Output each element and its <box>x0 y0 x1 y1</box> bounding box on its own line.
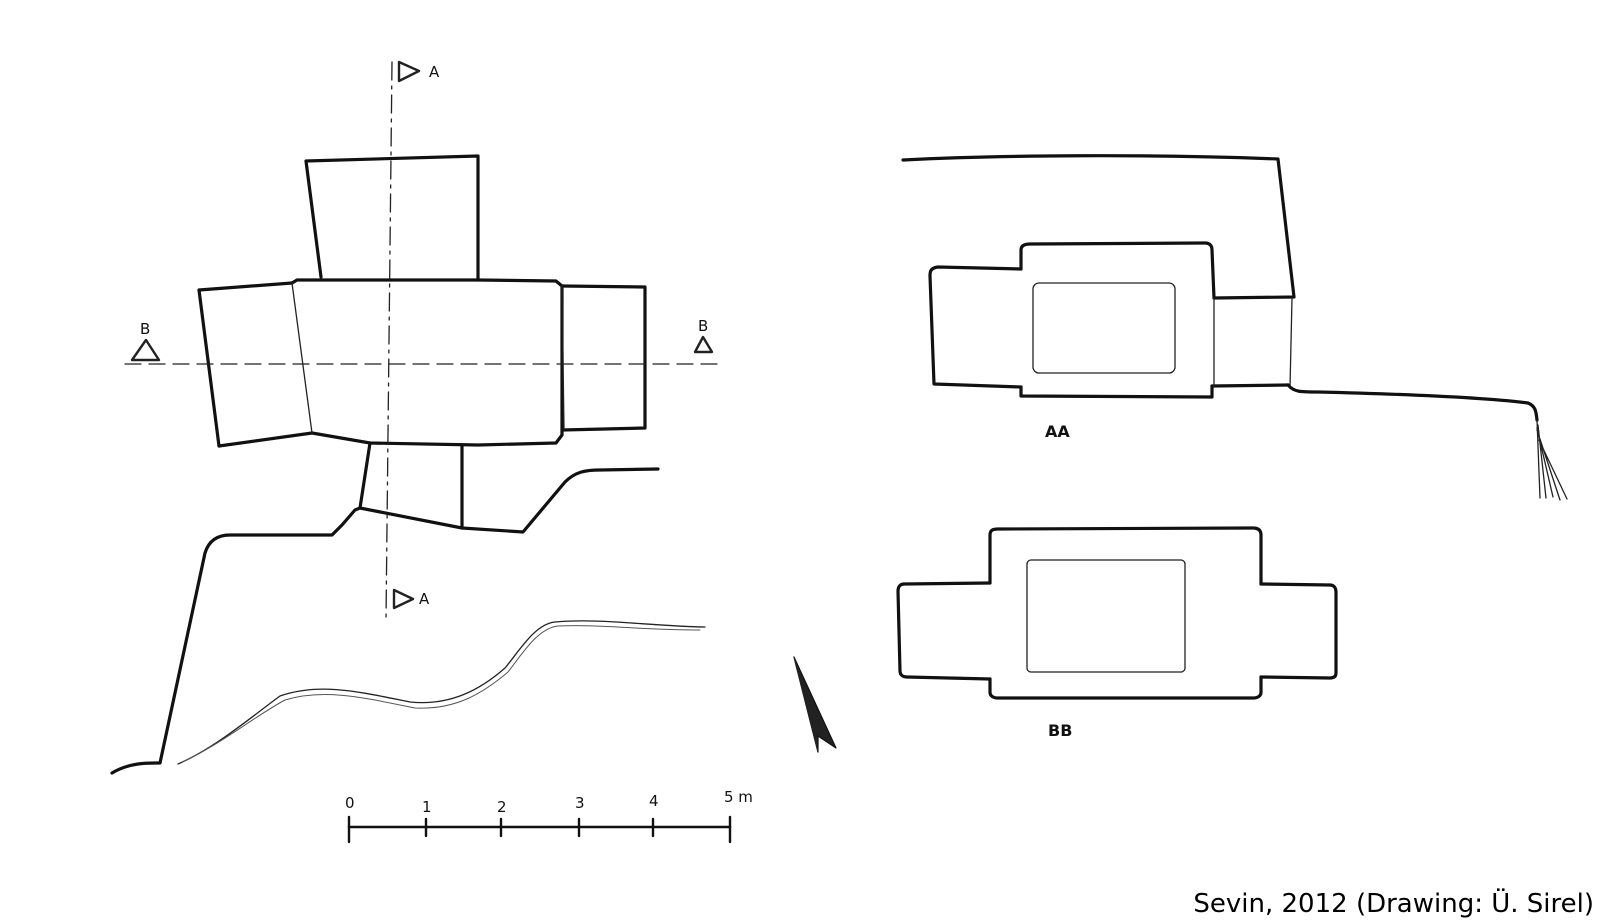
section-bb-main-chamber <box>988 526 1263 700</box>
section-line-a <box>385 61 393 621</box>
plan-east-chamber-inner-line <box>561 285 565 431</box>
section-aa-inner-chamber <box>1032 282 1176 374</box>
section-bb-right-chamber <box>1259 582 1338 680</box>
scale-bar-tick-label: 1 <box>422 798 432 816</box>
section-aa-title: AA <box>1045 422 1070 441</box>
section-aa-left-chamber <box>928 265 1023 389</box>
plan-ground-contour-2 <box>181 625 701 763</box>
marker-b-right-triangle <box>693 335 714 354</box>
scale-bar-tick-label: 0 <box>345 794 355 812</box>
section-aa-corridor-lines <box>1213 297 1293 389</box>
scale-bar-end-label: 5 m <box>724 788 753 806</box>
scale-bar: 0 1 2 3 4 5 m <box>345 788 753 844</box>
section-bb: BB <box>896 526 1338 740</box>
north-arrow <box>793 656 837 753</box>
marker-b-left-triangle <box>130 338 161 362</box>
section-aa: AA <box>901 154 1568 501</box>
marker-a-top-label: A <box>429 63 440 81</box>
section-bb-inner-chamber <box>1026 559 1186 673</box>
plan-west-chamber <box>197 281 314 448</box>
marker-a-top-triangle <box>397 60 421 83</box>
scale-bar-tick-label: 2 <box>497 798 507 816</box>
plan-main-chamber <box>290 278 564 447</box>
section-aa-corridor <box>1210 383 1290 388</box>
section-bb-left-chamber <box>896 581 992 681</box>
section-aa-ground <box>901 154 1296 300</box>
plan-north-chamber <box>304 154 480 282</box>
section-aa-slope-hatch <box>1536 419 1568 501</box>
plan-east-chamber <box>560 284 647 432</box>
plan-south-entrance <box>358 441 464 530</box>
section-aa-main-chamber <box>1019 241 1216 399</box>
marker-b-right-label: B <box>698 317 708 335</box>
marker-b-left-label: B <box>140 320 150 338</box>
north-arrow-spine <box>793 656 819 753</box>
plan-ground-contour <box>177 620 706 765</box>
scale-bar-tick-label: 3 <box>575 794 585 812</box>
plan-rock-edge <box>110 467 660 775</box>
section-bb-title: BB <box>1048 721 1072 740</box>
scale-bar-tick-label: 4 <box>649 792 659 810</box>
drawing-credit: Sevin, 2012 (Drawing: Ü. Sirel) <box>1193 887 1594 919</box>
marker-a-bottom-triangle <box>392 588 415 610</box>
scale-bar-ticks: 0 1 2 3 4 <box>345 792 732 844</box>
plan-view: A A B B <box>110 60 725 775</box>
section-aa-slope <box>1286 383 1539 422</box>
marker-a-bottom-label: A <box>419 590 430 608</box>
plan-west-chamber-inner-line <box>291 282 313 434</box>
